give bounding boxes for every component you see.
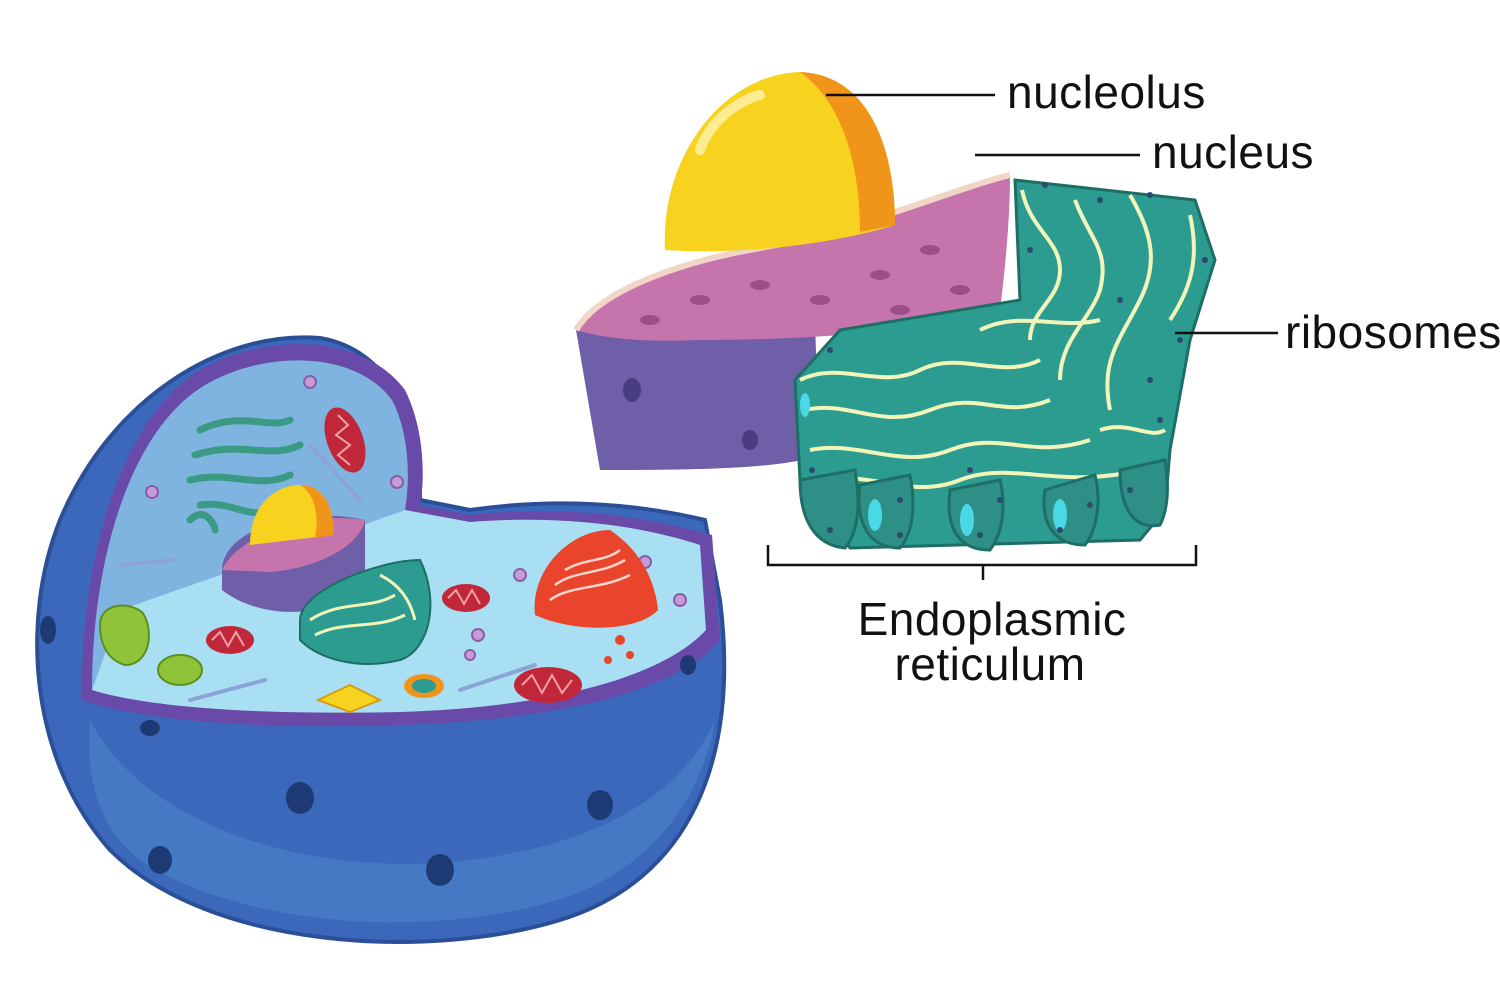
er-lobe-highlights [800,393,1067,536]
leader-lines [766,93,1278,580]
nucleus-closeup-illustration [573,72,1011,470]
er-closeup-illustration [793,178,1217,552]
er-label-line1: Endoplasmic [858,593,1127,645]
er-label-line2: reticulum [894,638,1085,690]
cell-body-shade [89,720,716,923]
animal-cell-illustration [35,335,727,944]
mitochondrion [324,407,366,473]
nucleus-side [576,325,820,470]
nucleus-label: nucleus [1152,126,1314,178]
cell-er-back [186,416,304,534]
golgi-apparatus [534,530,658,664]
er-folds [799,189,1196,489]
cell-er [299,558,432,665]
microtubules [118,443,537,702]
membrane-pores [40,616,696,886]
ribosome-dots [809,182,1208,538]
nucleus-top [576,175,1010,341]
mitochondria-front [206,584,582,703]
centrioles [315,674,444,714]
nucleolus-shade [800,72,895,232]
nucleus-side-pores [623,378,758,450]
nucleus-pores [640,245,970,325]
vacuoles [98,604,203,686]
ribosomes-label: ribosomes [1285,306,1500,358]
nucleolus-label: nucleolus [1007,66,1206,118]
er-lobes [798,458,1169,552]
